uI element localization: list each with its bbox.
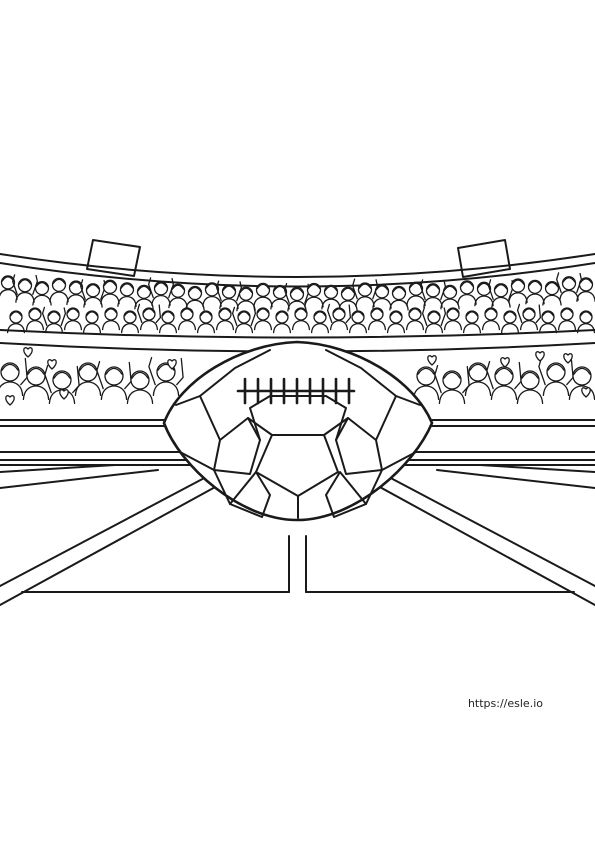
spectator (49, 277, 69, 303)
spectator (136, 303, 162, 331)
spectator (321, 284, 341, 310)
spectator (406, 281, 426, 307)
spectator (148, 356, 184, 397)
heart-icon (427, 355, 437, 366)
spectator (576, 277, 595, 302)
spectator (516, 303, 542, 331)
stadium-light-left-icon (86, 239, 141, 277)
spectator (148, 277, 174, 306)
heart-icon (535, 351, 545, 362)
spectator (80, 279, 106, 308)
spectator (420, 279, 446, 308)
lace-stitches (243, 377, 351, 405)
heart-icon (5, 395, 15, 406)
spectator (270, 284, 290, 310)
spectator (348, 310, 368, 334)
heart-icon (581, 387, 591, 398)
spectator (25, 307, 45, 331)
spectator (120, 310, 140, 334)
spectator (481, 307, 501, 331)
spectator (253, 307, 273, 331)
heart-icon (23, 347, 33, 358)
spectator (101, 307, 121, 331)
spectator (326, 303, 352, 331)
spectator (367, 307, 387, 331)
spectator (486, 360, 522, 401)
spectator (352, 278, 378, 308)
spectator (386, 310, 406, 334)
football-icon (162, 340, 434, 522)
spectator (117, 282, 137, 307)
spectator (464, 362, 492, 397)
spectator (6, 310, 26, 334)
spectator (202, 282, 222, 307)
spectator (389, 285, 409, 311)
spectator (500, 310, 520, 334)
spectator (216, 280, 242, 310)
spectator (538, 356, 574, 397)
heart-icon (167, 359, 177, 370)
spectator (538, 310, 558, 334)
spectator (488, 279, 514, 308)
spectator (421, 306, 447, 334)
heart-icon (500, 357, 510, 368)
spectator (82, 310, 102, 334)
spectator (74, 362, 102, 397)
spectator (434, 364, 470, 405)
stadium-light-right-icon (457, 239, 511, 278)
spectator (516, 370, 544, 405)
spectator (32, 280, 52, 306)
crowd-lower-tier (0, 356, 595, 405)
spectator (177, 307, 197, 331)
spectator (284, 282, 310, 312)
spectator (412, 366, 440, 401)
spectator (253, 282, 273, 308)
heart-icon (563, 353, 573, 364)
spectator (443, 307, 463, 331)
spectator (310, 310, 330, 334)
spectator (96, 360, 132, 401)
heart-icon (59, 389, 69, 400)
spectator (525, 279, 545, 305)
spectator (457, 280, 477, 305)
spectator (100, 279, 120, 305)
spectator (63, 307, 83, 331)
heart-signs (5, 347, 591, 406)
watermark-url: https://esle.io (467, 697, 543, 710)
spectator (556, 272, 582, 301)
spectator (158, 310, 178, 334)
spectator (568, 366, 595, 401)
spectator (236, 286, 256, 312)
spectator (291, 307, 311, 331)
spectator (372, 284, 392, 309)
spectator (576, 310, 595, 334)
spectator (185, 285, 205, 311)
spectator (231, 306, 257, 334)
spectator (508, 278, 528, 304)
spectator (196, 310, 216, 334)
spectator (215, 307, 235, 331)
spectator (462, 310, 482, 334)
spectator (41, 306, 67, 334)
spectator (474, 281, 494, 307)
spectator (272, 310, 292, 334)
crowd-upper-tier (0, 272, 595, 334)
spectator (440, 284, 460, 310)
spectator (126, 370, 154, 405)
spectator (0, 357, 28, 397)
spectator (557, 307, 577, 331)
heart-icon (47, 359, 57, 370)
spectator (12, 274, 38, 303)
spectator (304, 282, 324, 308)
spectator (542, 280, 562, 306)
spectator (405, 307, 425, 331)
spectator (168, 283, 188, 309)
